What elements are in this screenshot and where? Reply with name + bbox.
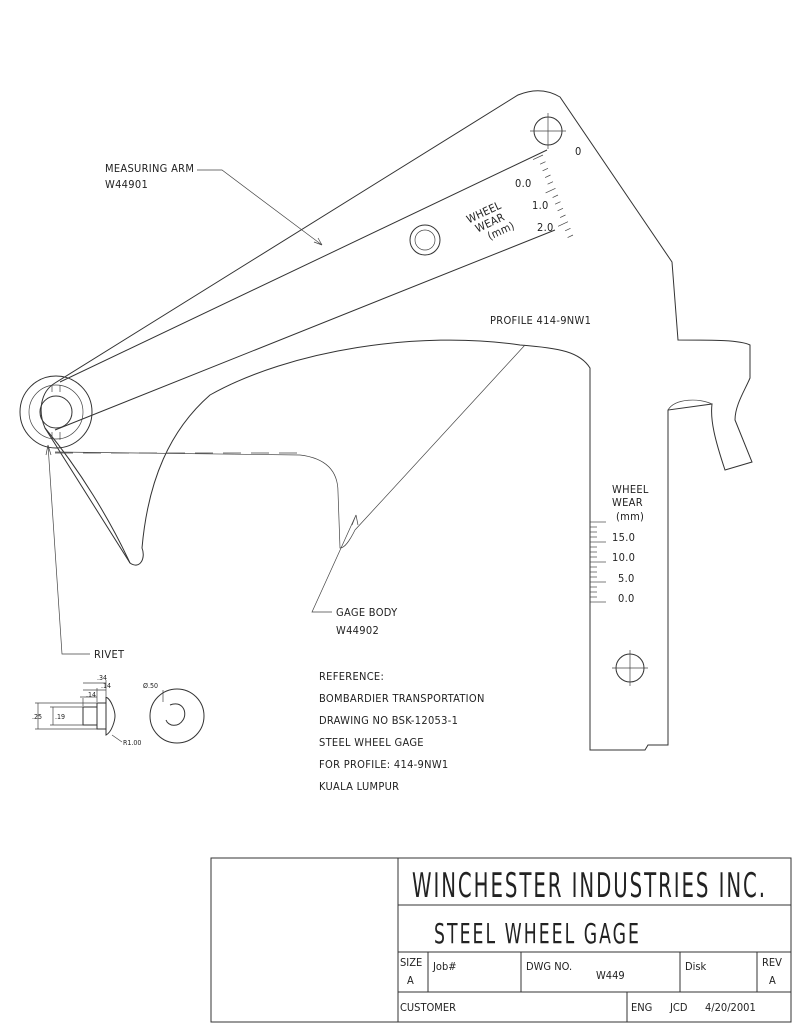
arm-scale-tick xyxy=(557,221,569,227)
body-scale-title-1: WHEEL xyxy=(612,483,649,496)
arm-hole-middle xyxy=(409,224,441,256)
arm-scale-tick xyxy=(544,174,551,178)
measuring-arm-leader xyxy=(197,169,323,246)
body-scale-value-3: 0.0 xyxy=(618,592,635,605)
arm-scale-tick xyxy=(547,181,554,185)
eng-value: JCD xyxy=(669,1001,688,1014)
body-scale-value-2: 5.0 xyxy=(618,572,635,585)
disk-label: Disk xyxy=(685,960,707,973)
body-scale-value-1: 10.0 xyxy=(612,551,635,564)
rivet-dim-shank: .14 xyxy=(86,691,96,699)
company-name: WINCHESTER INDUSTRIES INC. xyxy=(412,866,767,906)
pivot-rivet-view xyxy=(19,375,93,449)
rivet-detail-end: Ø.50 xyxy=(143,682,205,744)
gage-profile-edge xyxy=(54,344,526,549)
customer-label: CUSTOMER xyxy=(400,1001,456,1014)
arm-scale-tick xyxy=(552,194,559,198)
eng-label: ENG xyxy=(631,1001,652,1014)
arm-scale-tick xyxy=(554,201,561,205)
arm-scale-tick xyxy=(564,228,571,232)
arm-scale-tick xyxy=(545,188,556,194)
arm-hole-top xyxy=(530,113,566,149)
profile-label: PROFILE 414-9NW1 xyxy=(490,314,591,327)
body-scale-value-0: 15.0 xyxy=(612,531,635,544)
rivet-dim-diameter: Ø.50 xyxy=(143,682,158,690)
jaw-tip xyxy=(667,399,713,411)
reference-notes: REFERENCE: BOMBARDIER TRANSPORTATION DRA… xyxy=(319,670,485,793)
arm-scale-tick xyxy=(567,234,574,238)
arm-scale-zero: 0 xyxy=(575,145,582,158)
drawing-title: STEEL WHEEL GAGE xyxy=(434,917,641,950)
rivet-dim-overall: .34 xyxy=(97,674,107,682)
rivet-dim-shank-dia: .19 xyxy=(55,713,65,721)
date-value: 4/20/2001 xyxy=(705,1001,756,1014)
gage-body-outline xyxy=(40,90,753,751)
arm-scale-tick xyxy=(532,154,544,160)
measuring-arm-label: MEASURING ARM xyxy=(105,162,194,175)
reference-line-1: REFERENCE: xyxy=(319,670,384,683)
arm-scale-tick xyxy=(539,161,546,165)
arm-scale-ticks xyxy=(532,154,574,238)
rev-label: REV xyxy=(762,956,782,969)
arm-wear-scale: WHEEL WEAR (mm) 0 0.0 1.0 2.0 xyxy=(465,145,582,243)
reference-line-3: DRAWING NO BSK-12053-1 xyxy=(319,714,458,727)
arm-scale-tick xyxy=(557,208,564,212)
arm-scale-value-1: 1.0 xyxy=(532,199,549,212)
dwg-label: DWG NO. xyxy=(526,960,572,973)
arm-scale-tick xyxy=(559,214,566,218)
reference-line-5: FOR PROFILE: 414-9NW1 xyxy=(319,758,449,771)
gage-body-label: GAGE BODY xyxy=(336,606,398,619)
reference-line-2: BOMBARDIER TRANSPORTATION xyxy=(319,692,485,705)
reference-line-6: KUALA LUMPUR xyxy=(319,780,399,793)
size-value: A xyxy=(407,974,414,987)
rev-value: A xyxy=(769,974,776,987)
reference-line-4: STEEL WHEEL GAGE xyxy=(319,736,424,749)
dwg-value: W449 xyxy=(596,969,625,982)
rivet-dim-height: .25 xyxy=(32,713,42,721)
body-scale-title-3: (mm) xyxy=(616,510,644,523)
size-label: SIZE xyxy=(400,956,422,969)
rivet-leader xyxy=(45,444,90,655)
body-scale-ticks xyxy=(590,521,606,603)
title-block: WINCHESTER INDUSTRIES INC. STEEL WHEEL G… xyxy=(210,857,792,1023)
body-scale-title-2: WEAR xyxy=(612,496,643,509)
measuring-arm-edge xyxy=(54,149,556,431)
rivet-dim-radius: R1.00 xyxy=(123,739,141,747)
gage-body-lower-edge xyxy=(44,427,131,564)
arm-scale-value-0: 0.0 xyxy=(515,177,532,190)
measuring-arm-part-number: W44901 xyxy=(105,178,148,191)
rivet-dim-head: .14 xyxy=(101,682,111,690)
rivet-detail-side: .34 .14 .14 .25 .19 R1.00 xyxy=(32,674,141,747)
arm-scale-value-2: 2.0 xyxy=(537,221,554,234)
body-wear-scale: WHEEL WEAR (mm) 15.0 10.0 5.0 0.0 xyxy=(590,483,649,605)
job-label: Job# xyxy=(432,960,457,973)
gage-body-leader xyxy=(311,514,359,613)
gage-body-part-number: W44902 xyxy=(336,624,379,637)
rivet-label: RIVET xyxy=(94,648,125,661)
body-hole-lower xyxy=(612,650,648,686)
arm-scale-tick xyxy=(542,168,549,172)
